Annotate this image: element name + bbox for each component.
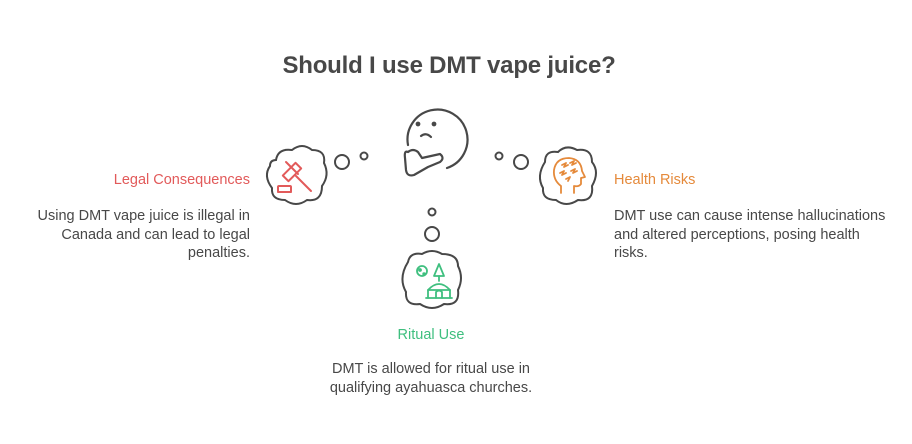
legal-consequences-label: Legal Consequences: [113, 172, 250, 188]
ritual-use-description: DMT is allowed for ritual use in qualify…: [329, 361, 533, 396]
page-title-text: Should I use DMT vape juice?: [282, 52, 616, 79]
health-cloud: [539, 146, 597, 205]
page-title: Should I use DMT vape juice?: [0, 52, 912, 80]
ritual-use-label: Ritual Use: [397, 327, 465, 343]
health-risks-label: Health Risks: [614, 172, 696, 188]
thought-bubbles-right: [494, 151, 529, 170]
ritual-cloud: [401, 250, 462, 309]
church-icon: [416, 263, 453, 299]
gavel-icon: [277, 161, 312, 193]
head-stress-icon: [552, 157, 586, 194]
thinking-face-icon: [403, 108, 469, 177]
legal-cloud: [266, 145, 328, 205]
legal-consequences-description: Using DMT vape juice is illegal in Canad…: [37, 208, 251, 261]
health-risks-description: DMT use can cause intense hallucinations…: [614, 208, 886, 261]
thought-bubbles-bottom: [424, 207, 440, 242]
thought-bubbles-left: [334, 151, 369, 170]
